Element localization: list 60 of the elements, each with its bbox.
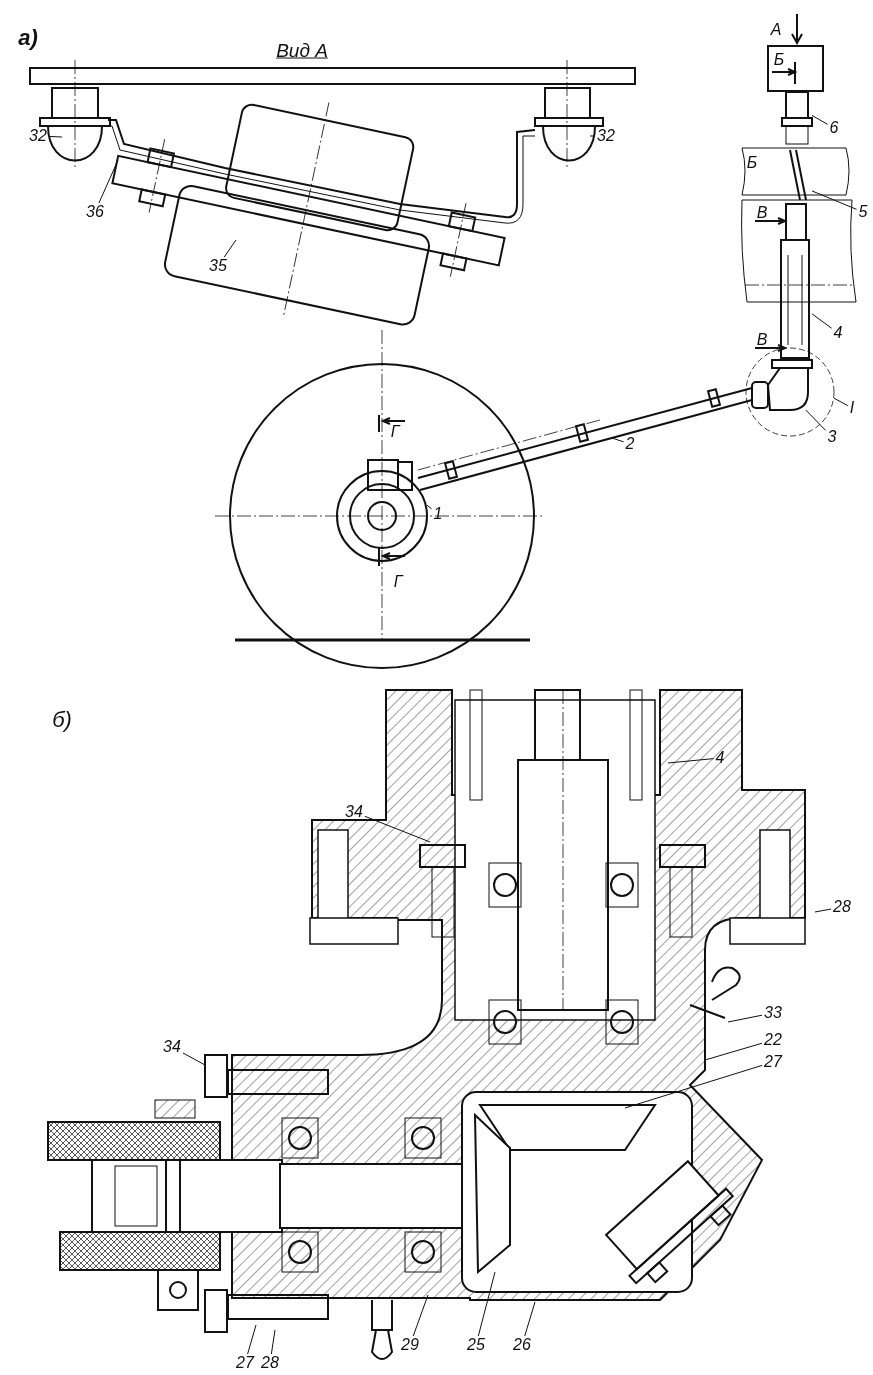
callout-number: 4 bbox=[831, 324, 845, 342]
callout-number: 29 bbox=[399, 1336, 421, 1354]
leader-line bbox=[477, 1271, 496, 1337]
leader-line bbox=[524, 1301, 536, 1337]
leader-line bbox=[412, 1294, 429, 1337]
leader-line bbox=[182, 1052, 206, 1066]
leader-line bbox=[98, 159, 119, 204]
callout-number: 28 bbox=[259, 1354, 281, 1372]
leader-line bbox=[667, 758, 715, 764]
leader-line bbox=[805, 409, 827, 431]
leader-line bbox=[426, 504, 433, 510]
callout-number: 2 bbox=[623, 435, 637, 453]
leader-line bbox=[223, 239, 237, 258]
leader-line bbox=[48, 135, 63, 138]
callout-number: 33 bbox=[762, 1004, 784, 1022]
leader-line bbox=[624, 1064, 763, 1109]
section-letter: Б bbox=[746, 155, 758, 171]
leader-line bbox=[811, 313, 833, 329]
section-letter: Г bbox=[390, 424, 400, 440]
hose-drawing bbox=[417, 387, 753, 491]
section-letter: В bbox=[756, 205, 768, 221]
callout-number: 34 bbox=[343, 803, 365, 821]
callout-number: 32 bbox=[595, 127, 617, 145]
section-letter: В bbox=[756, 332, 768, 348]
section-letter: Г bbox=[393, 574, 403, 590]
leader-line bbox=[247, 1324, 257, 1355]
section-letter: Б bbox=[773, 52, 785, 68]
leader-line bbox=[814, 908, 832, 913]
leader-line bbox=[589, 135, 596, 137]
callout-number: 34 bbox=[161, 1038, 183, 1056]
leader-line bbox=[364, 815, 431, 843]
callout-number: I bbox=[847, 399, 857, 417]
leader-line bbox=[611, 437, 625, 443]
callout-number: 5 bbox=[856, 203, 870, 221]
drive-shaft-drawing bbox=[780, 91, 813, 359]
leader-line bbox=[833, 397, 849, 407]
panel-letter: б) bbox=[52, 709, 72, 731]
callout-number: 28 bbox=[831, 898, 853, 916]
callout-number: 6 bbox=[827, 119, 841, 137]
leader-line bbox=[811, 190, 858, 210]
callout-number: 27 bbox=[762, 1053, 784, 1071]
view-label: Вид А bbox=[276, 40, 328, 60]
callout-number: 22 bbox=[762, 1031, 784, 1049]
leader-line bbox=[727, 1014, 763, 1023]
callout-number: 3 bbox=[825, 428, 839, 446]
leader-line bbox=[704, 1042, 763, 1061]
callout-number: 4 bbox=[713, 749, 727, 767]
callout-number: 26 bbox=[511, 1336, 533, 1354]
wheel-hub-drawing bbox=[336, 459, 428, 562]
panel-letter: а) bbox=[18, 27, 38, 49]
section-letter: А bbox=[770, 22, 782, 38]
leader-line bbox=[270, 1329, 276, 1355]
callout-number: 1 bbox=[431, 505, 445, 523]
callout-number: 35 bbox=[207, 257, 229, 275]
elbow-fitting-drawing bbox=[751, 359, 813, 411]
callout-number: 27 bbox=[234, 1354, 256, 1372]
callout-number: 36 bbox=[84, 203, 106, 221]
leader-line bbox=[811, 114, 829, 125]
callout-number: 25 bbox=[465, 1336, 487, 1354]
callout-number: 32 bbox=[27, 127, 49, 145]
